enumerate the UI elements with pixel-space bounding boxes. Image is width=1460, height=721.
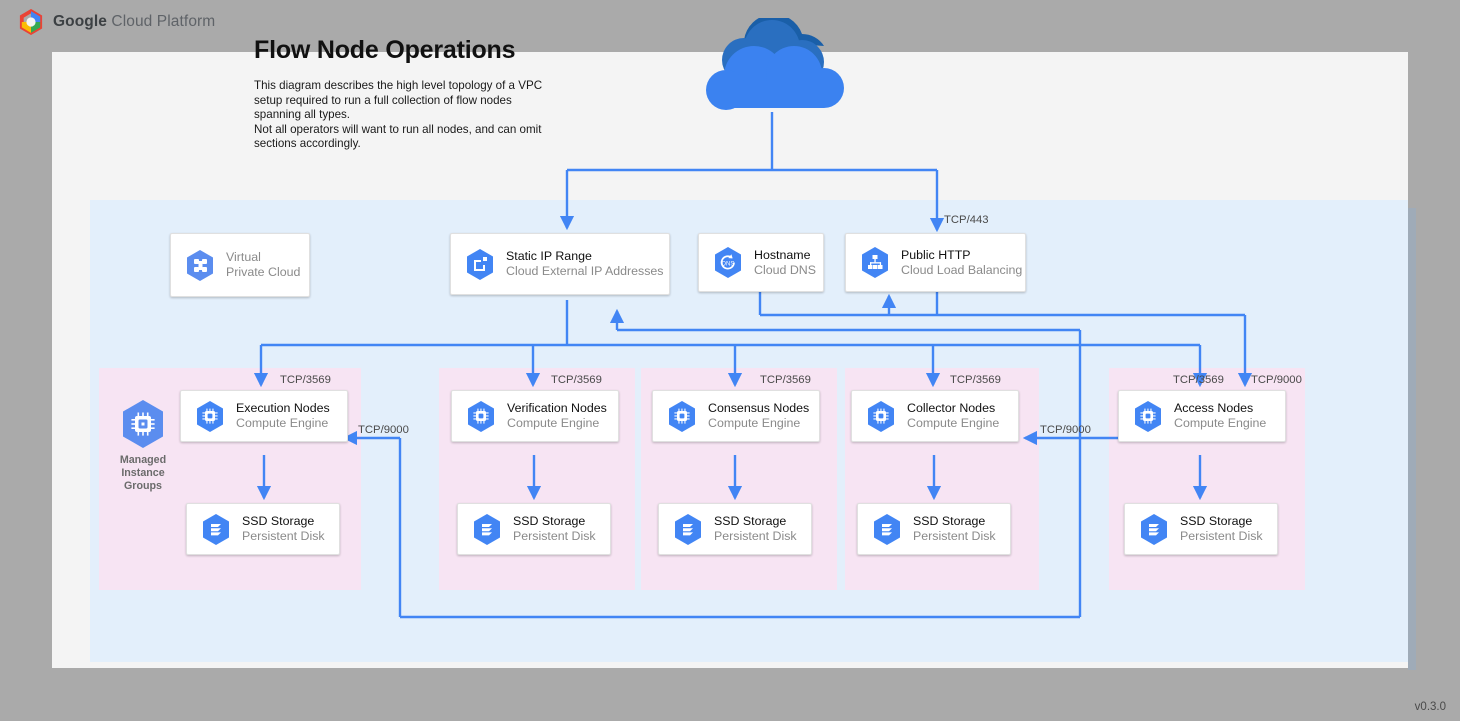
card-title: Collector Nodes [907,401,996,415]
load-balancing-icon [862,247,888,278]
vpc-region-shadow [1408,208,1416,670]
card-subtitle: Compute Engine [1174,416,1267,430]
card-subtitle: Persistent Disk [1180,529,1263,543]
compute-engine-icon [468,400,494,432]
cloud-dns-icon: DNS [715,247,741,278]
card-verification-nodes[interactable]: Verification Nodes Compute Engine [451,390,632,455]
card-subtitle: Private Cloud [226,265,301,279]
port-label-access-to-collector: TCP/9000 [1040,424,1091,436]
port-label-access-to-execution: TCP/9000 [358,424,409,436]
gcp-hexagon-logo-icon [19,9,43,35]
card-subtitle: Compute Engine [708,416,801,430]
card-title: Consensus Nodes [708,401,810,415]
compute-engine-icon [669,400,695,432]
svg-text:DNS: DNS [722,262,735,268]
page-subtitle: This diagram describes the high level to… [254,79,543,151]
managed-instance-groups-label: Managed Instance Groups [119,454,167,492]
vpc-icon [187,249,213,281]
card-execution-nodes[interactable]: Execution Nodes Compute Engine [180,390,361,455]
port-label-execution-ingress: TCP/3569 [280,374,331,386]
card-subtitle: Cloud DNS [754,262,816,277]
card-virtual-private-cloud[interactable]: Virtual Private Cloud [170,233,310,297]
card-title: Hostname [754,247,811,262]
card-consensus-storage[interactable]: SSD Storage Persistent Disk [658,503,825,568]
card-subtitle: Cloud External IP Addresses [506,264,664,278]
external-ip-icon [467,248,493,280]
gcp-brand-bold: Google [53,13,107,30]
card-subtitle: Persistent Disk [913,529,996,543]
version-label: v0.3.0 [1414,701,1446,713]
card-subtitle: Persistent Disk [242,529,325,543]
card-subtitle: Persistent Disk [714,529,797,543]
compute-engine-icon [868,400,894,432]
compute-engine-icon [1135,400,1161,432]
managed-instance-groups: Managed Instance Groups [118,398,168,493]
card-subtitle: Compute Engine [507,416,600,430]
card-title: SSD Storage [242,514,315,528]
cloud-icon [706,18,844,110]
card-title: SSD Storage [513,514,586,528]
port-label-cloud-to-lb: TCP/443 [944,214,989,226]
card-access-storage[interactable]: SSD Storage Persistent Disk [1124,503,1291,568]
card-collector-nodes[interactable]: Collector Nodes Compute Engine [851,390,1032,455]
card-subtitle: Compute Engine [236,416,329,430]
port-label-verification-ingress: TCP/3569 [551,374,602,386]
gcp-header: Google Cloud Platform [0,0,1460,44]
persistent-disk-icon [874,513,900,545]
gcp-brand-rest: Cloud Platform [107,13,216,30]
persistent-disk-icon [474,513,500,545]
card-title: SSD Storage [714,514,787,528]
card-subtitle: Cloud Load Balancing [901,262,1023,277]
card-title: Execution Nodes [236,401,330,415]
card-public-http[interactable]: Public HTTP Cloud Load Balancing [845,233,1026,292]
card-collector-storage[interactable]: SSD Storage Persistent Disk [857,503,1024,568]
card-hostname[interactable]: DNS Hostname Cloud DNS [698,233,824,292]
card-title: SSD Storage [913,514,986,528]
persistent-disk-icon [675,513,701,545]
card-execution-storage[interactable]: SSD Storage Persistent Disk [186,503,353,568]
port-label-lb-to-access: TCP/9000 [1251,374,1302,386]
port-label-consensus-ingress: TCP/3569 [760,374,811,386]
managed-instance-groups-icon [123,400,163,448]
gcp-brand-text: Google Cloud Platform [53,13,215,31]
card-verification-storage[interactable]: SSD Storage Persistent Disk [457,503,624,568]
persistent-disk-icon [203,513,229,545]
card-subtitle: Compute Engine [907,416,1000,430]
port-label-access-ingress: TCP/3569 [1173,374,1224,386]
compute-engine-icon [197,400,223,432]
card-title: Access Nodes [1174,401,1254,415]
card-title: SSD Storage [1180,514,1253,528]
port-label-collector-ingress: TCP/3569 [950,374,1001,386]
card-static-ip-range[interactable]: Static IP Range Cloud External IP Addres… [450,233,683,308]
card-subtitle: Persistent Disk [513,529,596,543]
card-consensus-nodes[interactable]: Consensus Nodes Compute Engine [652,390,833,455]
card-title: Virtual [226,250,261,264]
card-title: Public HTTP [901,247,971,262]
card-title: Static IP Range [506,249,592,263]
persistent-disk-icon [1141,513,1167,545]
card-access-nodes[interactable]: Access Nodes Compute Engine [1118,390,1299,455]
card-title: Verification Nodes [507,401,607,415]
page-title: Flow Node Operations [254,36,516,64]
